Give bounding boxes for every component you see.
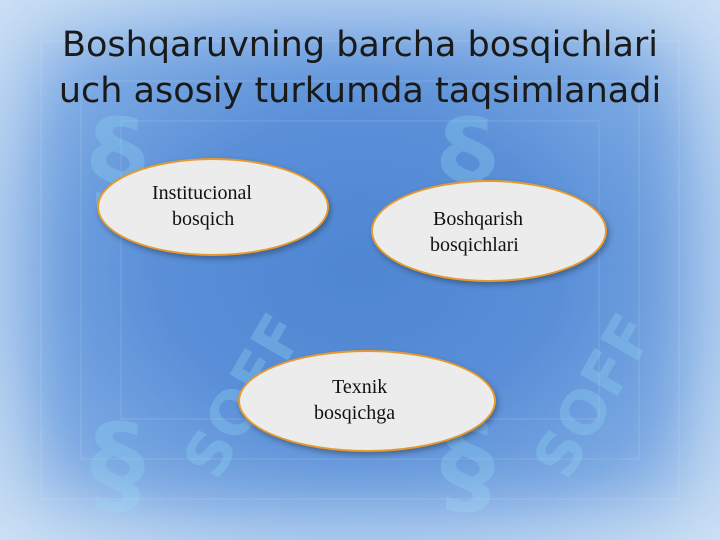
oval-institucional [97, 158, 329, 256]
oval-institucional-line-2: bosqich [172, 208, 235, 230]
oval-boshqarish [371, 180, 607, 282]
oval-texnik [238, 350, 496, 452]
oval-boshqarish-label: Boshqarish bosqichlari [430, 206, 523, 258]
oval-texnik-label: Texnik bosqichga [314, 374, 395, 426]
slide-title: Boshqaruvning barcha bosqichlari uch aso… [0, 22, 720, 114]
watermark-logo-icon: § [90, 400, 145, 528]
oval-texnik-line-1: Texnik [332, 376, 388, 398]
oval-boshqarish-line-1: Boshqarish [433, 208, 523, 230]
oval-boshqarish-line-2: bosqichlari [430, 234, 519, 256]
slide-title-line-1: Boshqaruvning barcha bosqichlari [61, 25, 659, 65]
oval-institucional-label: Institucional bosqich [152, 180, 252, 232]
oval-institucional-line-1: Institucional [152, 182, 252, 204]
watermark-text: SOFF [520, 302, 669, 490]
oval-texnik-line-2: bosqichga [314, 402, 396, 424]
slide-title-line-2: uch asosiy turkumda taqsimlanadi [58, 71, 662, 111]
